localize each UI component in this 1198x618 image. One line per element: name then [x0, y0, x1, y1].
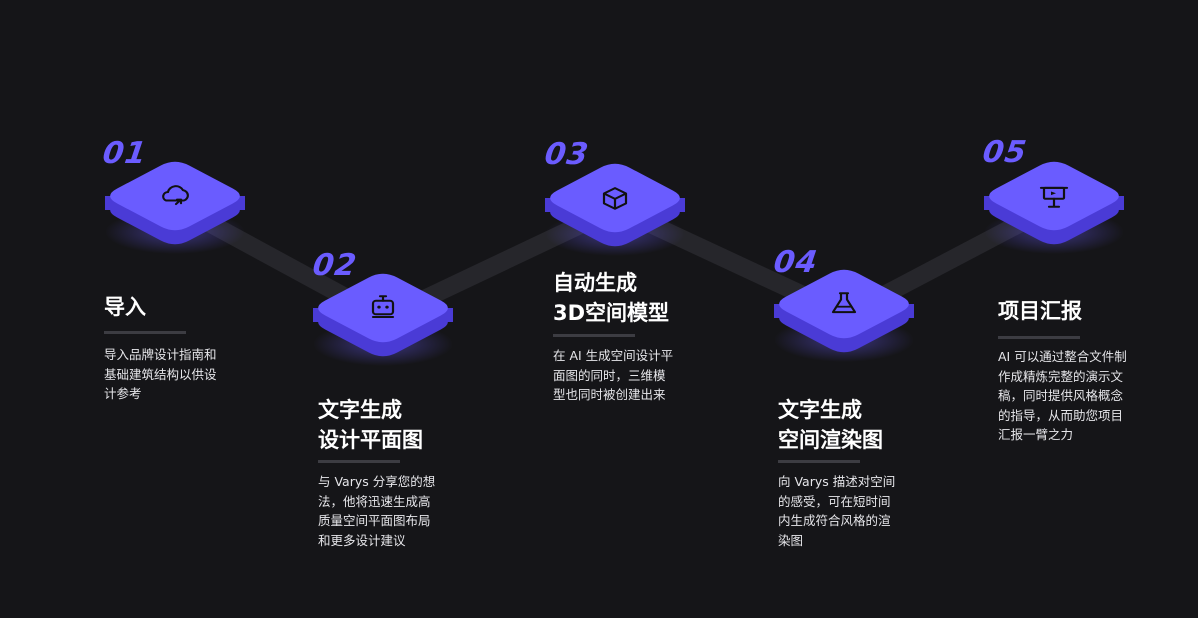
- flask-icon: [831, 292, 857, 314]
- step-title: 文字生成 设计平面图: [318, 398, 423, 452]
- presentation-icon: [1039, 186, 1069, 208]
- step-title: 导入: [104, 295, 146, 319]
- step-tile: [542, 152, 692, 262]
- step-title: 文字生成 空间渲染图: [778, 398, 883, 452]
- tile-graphic: [774, 269, 914, 362]
- cube-icon: [602, 187, 628, 210]
- step-tile: [102, 150, 252, 260]
- step-tile: [771, 258, 921, 368]
- step-description: 向 Varys 描述对空间 的感受，可在短时间 内生成符合风格的渲 染图: [778, 474, 896, 548]
- step-description: AI 可以通过整合文件制 作成精炼完整的演示文 稿，同时提供风格概念 的指导，从…: [998, 349, 1127, 442]
- tile-graphic: [545, 163, 685, 256]
- step-tile: [310, 262, 460, 372]
- step-tile: [981, 150, 1131, 260]
- step-title: 项目汇报: [998, 299, 1082, 323]
- tile-graphic: [313, 273, 453, 366]
- tile-graphic: [105, 161, 245, 254]
- divider: [553, 334, 635, 337]
- step-description: 导入品牌设计指南和 基础建筑结构以供设 计参考: [104, 347, 217, 401]
- robot-icon: [371, 295, 395, 318]
- step-title: 自动生成 3D空间模型: [553, 271, 670, 325]
- step-description: 在 AI 生成空间设计平 面图的同时，三维模 型也同时被创建出来: [553, 348, 674, 402]
- divider: [104, 331, 186, 334]
- divider: [318, 460, 400, 463]
- step-description: 与 Varys 分享您的想 法，他将迅速生成高 质量空间平面图布局 和更多设计建…: [318, 474, 436, 548]
- divider: [998, 336, 1080, 339]
- tile-graphic: [984, 161, 1124, 254]
- divider: [778, 460, 860, 463]
- cloud-upload-icon: [162, 185, 189, 206]
